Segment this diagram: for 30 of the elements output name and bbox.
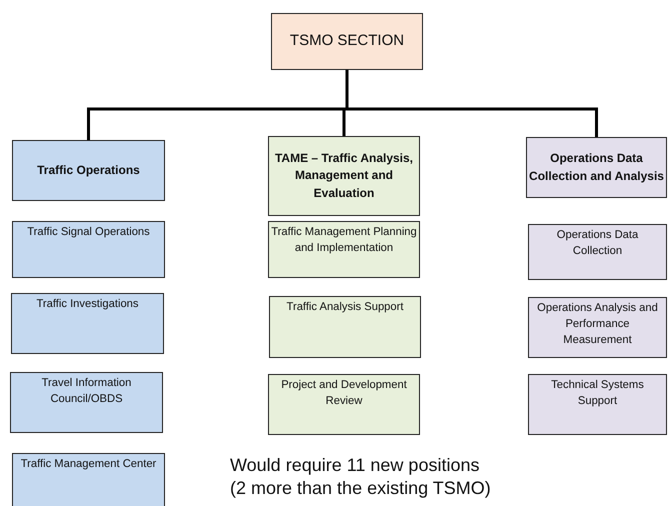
box-label: TAME – Traffic Analysis, Management and Evaluation bbox=[274, 150, 414, 202]
box-label: Traffic Analysis Support bbox=[286, 300, 404, 315]
org-box bbox=[10, 372, 163, 433]
org-box bbox=[268, 221, 420, 278]
org-box bbox=[271, 13, 423, 70]
box-label: Operations Data Collection and Analysis bbox=[529, 150, 664, 184]
org-box bbox=[269, 296, 421, 358]
note-text: Would require 11 new positions bbox=[230, 455, 480, 476]
org-box bbox=[12, 140, 165, 201]
box-label: Traffic Management Center bbox=[20, 457, 156, 472]
note-text: (2 more than the existing TSMO) bbox=[230, 478, 491, 499]
box-label: Travel Information Council/OBDS bbox=[40, 376, 132, 408]
box-label: Technical Systems Support bbox=[550, 378, 645, 410]
org-box bbox=[528, 297, 667, 358]
box-label: Traffic Management Planning and Implementation bbox=[271, 225, 417, 256]
org-box bbox=[268, 374, 420, 435]
org-box bbox=[11, 293, 164, 354]
org-box bbox=[526, 137, 667, 198]
box-label: Project and Development Review bbox=[280, 378, 408, 410]
box-label: Traffic Operations bbox=[37, 162, 140, 179]
org-box bbox=[528, 374, 667, 435]
box-label: Operations Data Collection bbox=[556, 228, 640, 260]
box-label: Traffic Signal Operations bbox=[27, 225, 150, 240]
box-label: Operations Analysis and Performance Measurement bbox=[536, 301, 659, 348]
box-label: TSMO SECTION bbox=[290, 31, 404, 52]
org-box bbox=[12, 221, 165, 278]
org-box bbox=[268, 136, 420, 216]
box-label: Traffic Investigations bbox=[36, 297, 138, 312]
org-box bbox=[12, 453, 165, 506]
org-box bbox=[528, 224, 667, 280]
